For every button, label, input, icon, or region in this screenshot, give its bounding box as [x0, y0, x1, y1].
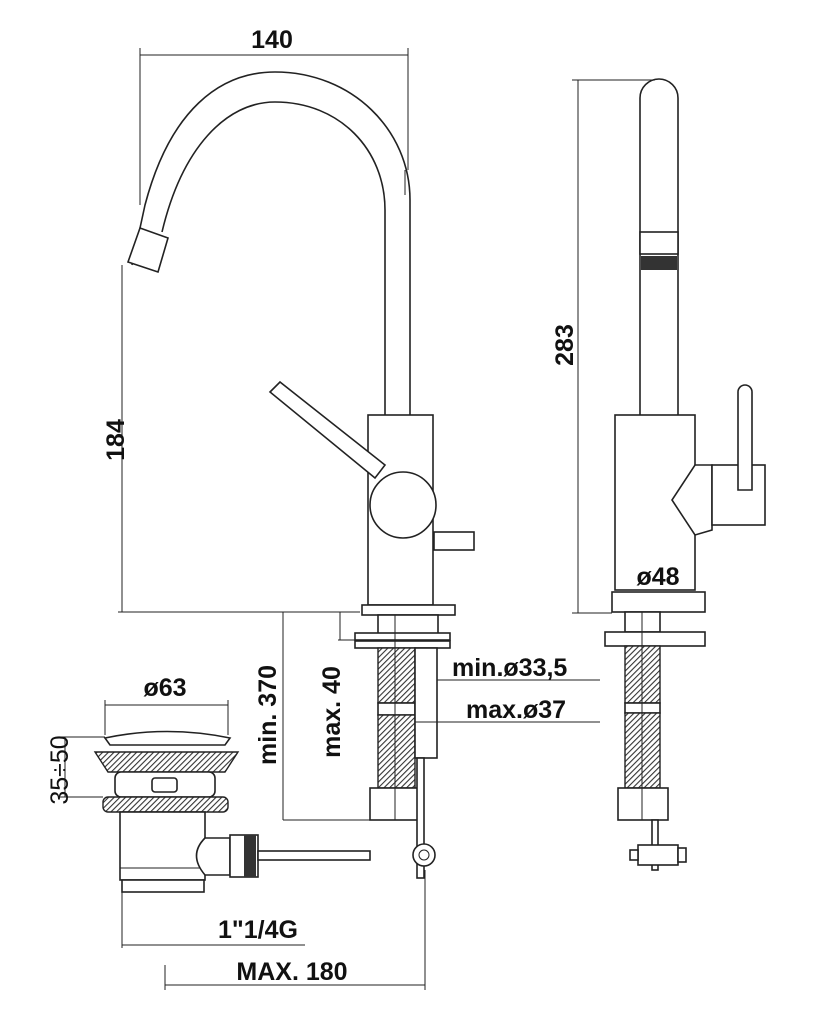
dimensions: 140 184 283 ø48 min. 370 max. 40 min.ø33… [46, 26, 680, 990]
front-view [126, 71, 475, 879]
side-view [604, 78, 766, 871]
dimension-min-370: min. 370 [254, 665, 282, 765]
pop-up-drain [93, 730, 371, 893]
dimension-184: 184 [102, 419, 130, 461]
dimension-35-50: 35÷50 [46, 735, 74, 804]
dimension-283: 283 [551, 324, 579, 366]
dimension-min-hole: min.ø33,5 [452, 654, 567, 682]
dimension-thread: 1"1/4G [218, 916, 298, 944]
dimension-diameter-48: ø48 [636, 563, 679, 591]
dimension-140: 140 [251, 26, 293, 54]
dimension-diameter-63: ø63 [143, 674, 186, 702]
dimension-max-40: max. 40 [318, 666, 346, 758]
dimension-max-hole: max.ø37 [466, 696, 566, 724]
dimension-max-180: MAX. 180 [236, 958, 347, 986]
